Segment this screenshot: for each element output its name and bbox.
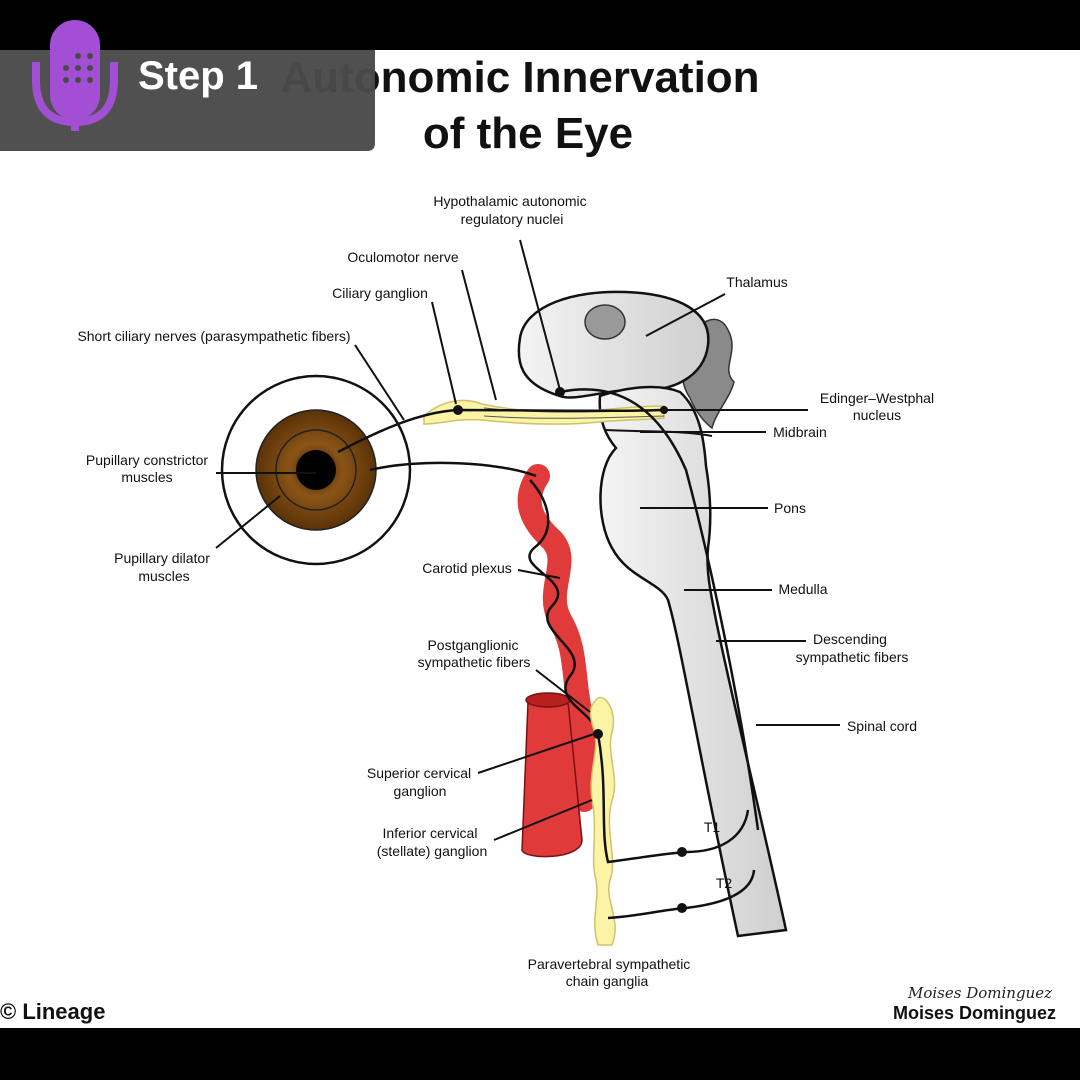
label-carotid-plexus: Carotid plexus xyxy=(422,560,512,576)
title-line-2: of the Eye xyxy=(423,109,633,158)
label-ciliary-ganglion: Ciliary ganglion xyxy=(332,285,428,301)
podcast-microphone-icon xyxy=(32,20,118,131)
label-hypothalamic-2: regulatory nuclei xyxy=(461,211,564,227)
labels: Hypothalamic autonomic regulatory nuclei… xyxy=(77,193,934,989)
leader-lines xyxy=(215,239,840,841)
label-superior-cervical-2: ganglion xyxy=(394,783,447,799)
label-descending-2: sympathetic fibers xyxy=(796,649,909,665)
top-black-bar xyxy=(0,0,1080,50)
author-name: Moises Dominguez xyxy=(893,1003,1056,1023)
label-oculomotor: Oculomotor nerve xyxy=(347,249,458,265)
label-pons: Pons xyxy=(774,500,806,516)
label-pupillary-dilator-1: Pupillary dilator xyxy=(114,550,210,566)
label-t2: T2 xyxy=(716,875,733,891)
label-thalamus: Thalamus xyxy=(726,274,787,290)
label-pupillary-constrictor-1: Pupillary constrictor xyxy=(86,452,208,468)
label-pupillary-constrictor-2: muscles xyxy=(121,469,172,485)
brain-structures xyxy=(517,290,788,938)
label-paravertebral-1: Paravertebral sympathetic xyxy=(528,956,691,972)
eye xyxy=(220,374,412,566)
label-edinger-1: Edinger–Westphal xyxy=(820,390,934,406)
label-inferior-cervical-2: (stellate) ganglion xyxy=(377,843,488,859)
label-pupillary-dilator-2: muscles xyxy=(138,568,189,584)
brainstem-cord xyxy=(598,385,788,938)
label-medulla: Medulla xyxy=(778,581,827,597)
label-postganglionic-2: sympathetic fibers xyxy=(418,654,531,670)
label-descending-1: Descending xyxy=(813,631,887,647)
label-t1: T1 xyxy=(704,819,721,835)
signature: Moises Dominguez xyxy=(907,984,1052,1002)
neural-pathways xyxy=(337,387,760,920)
step-badge[interactable]: Step 1 xyxy=(0,20,375,151)
label-spinal-cord: Spinal cord xyxy=(847,718,917,734)
copyright-text: © Lineage xyxy=(0,999,105,1024)
carotid-artery xyxy=(517,464,598,858)
label-postganglionic-1: Postganglionic xyxy=(427,637,518,653)
label-short-ciliary: Short ciliary nerves (parasympathetic fi… xyxy=(77,328,350,344)
bottom-black-bar xyxy=(0,1028,1080,1080)
label-inferior-cervical-1: Inferior cervical xyxy=(383,825,478,841)
oculomotor-nerve-bundle xyxy=(423,399,665,425)
badge-label: Step 1 xyxy=(138,54,258,98)
label-edinger-2: nucleus xyxy=(853,407,901,423)
label-paravertebral-2: chain ganglia xyxy=(566,973,649,989)
label-hypothalamic-1: Hypothalamic autonomic xyxy=(433,193,586,209)
label-midbrain: Midbrain xyxy=(773,424,827,440)
label-superior-cervical-1: Superior cervical xyxy=(367,765,471,781)
